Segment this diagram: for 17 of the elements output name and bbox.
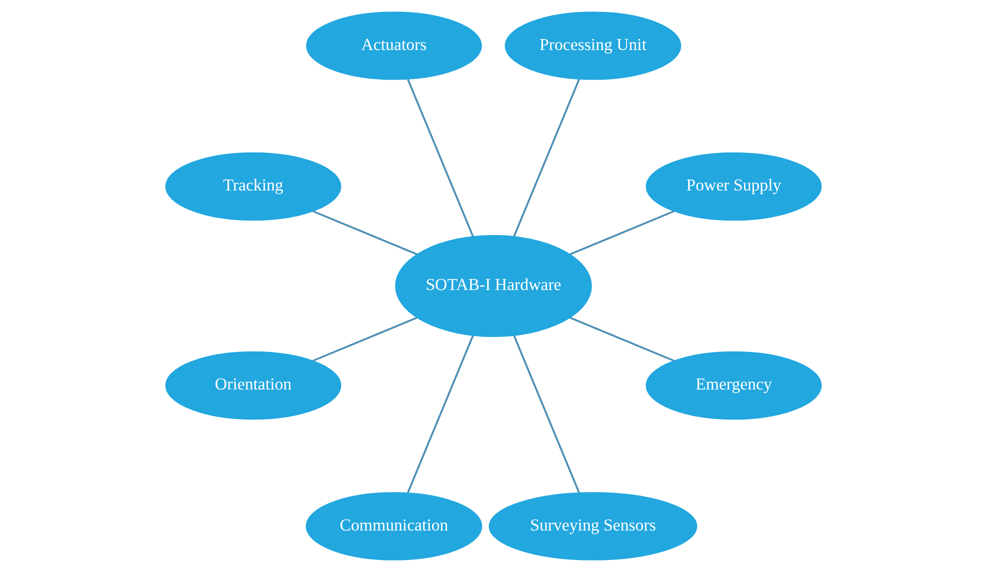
node-ellipse: Communication	[305, 492, 482, 560]
node-ellipse: Surveying Sensors	[488, 492, 697, 560]
node-ellipse: Processing Unit	[504, 12, 681, 80]
node-ellipse: Emergency	[645, 351, 822, 420]
node-ellipse: Actuators	[306, 12, 482, 80]
connector	[512, 335, 580, 494]
node-ellipse: SOTAB-I Hardware	[394, 235, 592, 338]
connector	[569, 210, 674, 256]
connector	[406, 335, 474, 494]
connector	[406, 79, 474, 237]
connector	[312, 210, 417, 256]
connector	[569, 316, 674, 362]
node-ellipse: Tracking	[164, 152, 341, 221]
node-ellipse: Power Supply	[645, 152, 822, 221]
connector	[512, 79, 580, 237]
connector	[312, 316, 417, 362]
node-ellipse: Orientation	[164, 351, 341, 420]
